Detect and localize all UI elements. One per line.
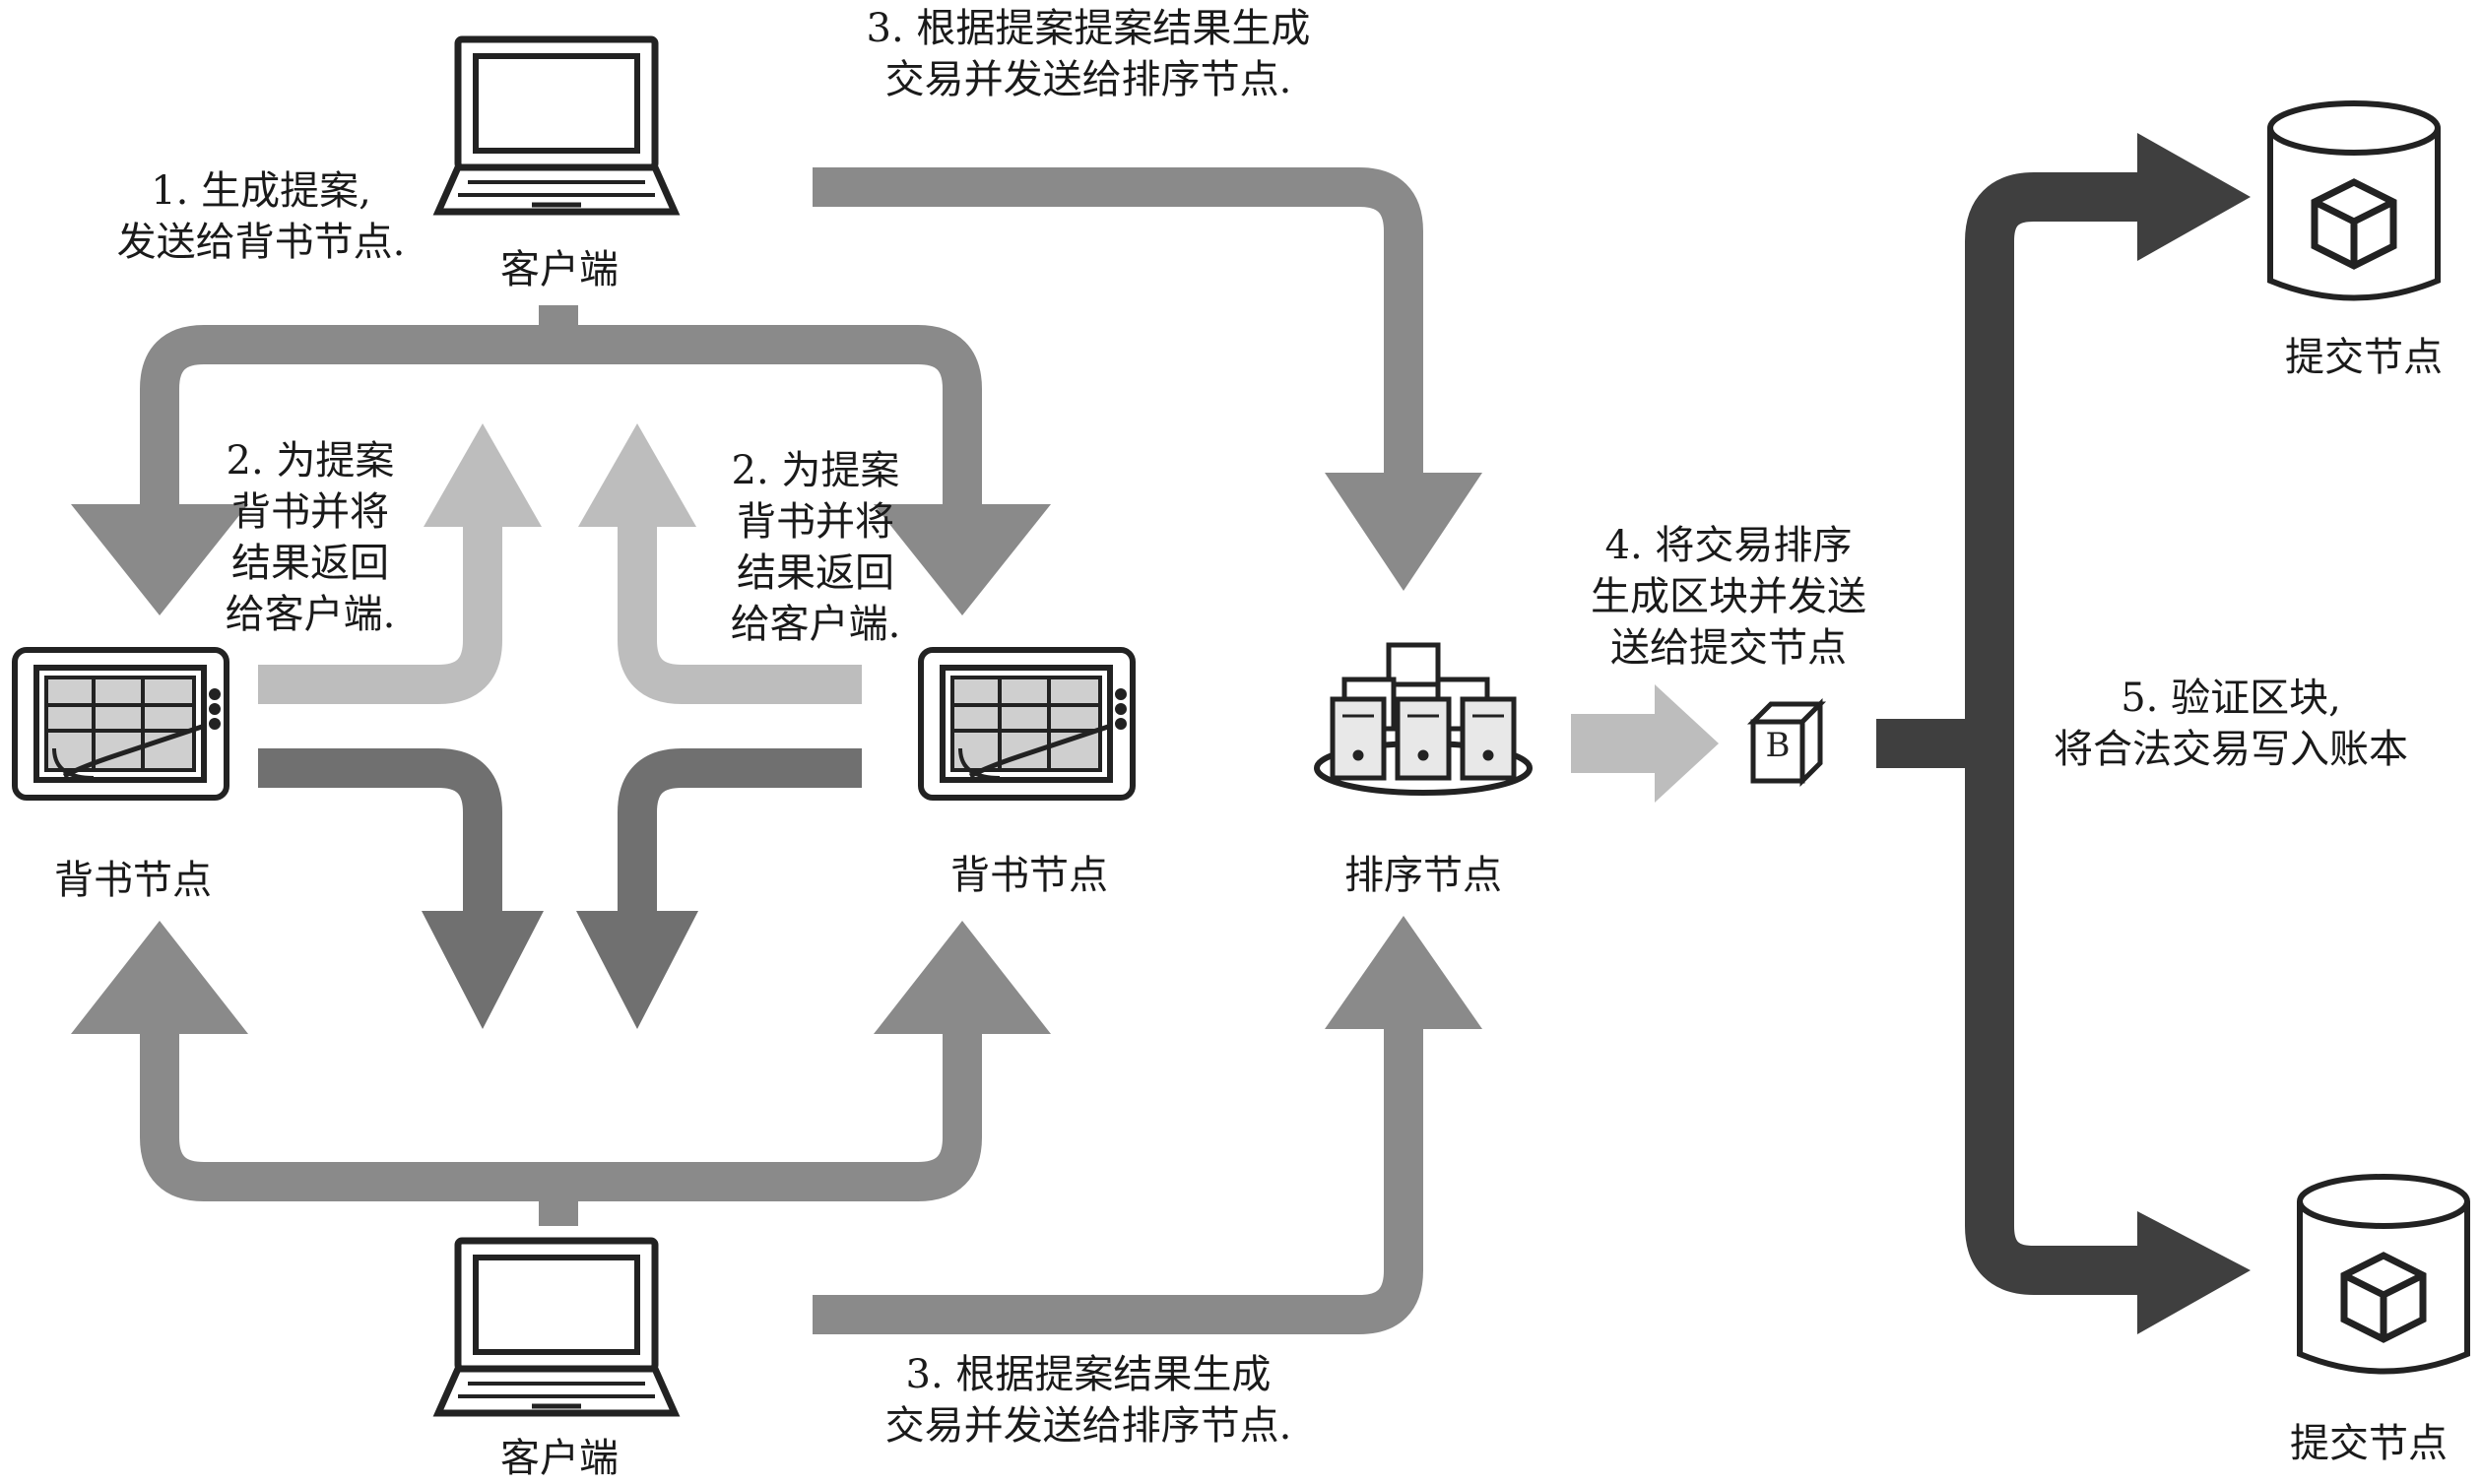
server-cluster-icon <box>1314 642 1533 796</box>
node-label-committer-top: 提交节点 <box>2285 335 2443 380</box>
tablet-icon <box>918 647 1136 801</box>
node-label-orderer: 排序节点 <box>1344 853 1502 898</box>
arrow-client-top-to-endorsers <box>140 305 982 532</box>
step3-bottom-label: 3. 根据提案结果生成 交易并发送给排序节点. <box>884 1352 1292 1449</box>
arrowhead-to-committer-top-big <box>2137 133 2251 261</box>
arrowhead-to-endorser-right <box>874 504 1051 615</box>
arrowhead-to-committer-bottom <box>2137 1211 2251 1334</box>
node-label-endorser-right: 背书节点 <box>950 853 1108 898</box>
arrowhead-to-orderer-bottom <box>1325 916 1482 1029</box>
arrowhead-up-endorser-left <box>71 921 248 1034</box>
database-cube-icon <box>2267 100 2441 301</box>
step3-top-label: 3. 根据提案提案结果生成 交易并发送给排序节点. <box>866 6 1311 102</box>
arrowhead-down-right <box>576 911 698 1029</box>
block-cube-icon <box>1746 697 1827 788</box>
database-cube-icon <box>2297 1174 2470 1375</box>
arrow-client-top-to-orderer <box>813 167 1423 497</box>
step1-label: 1. 生成提案, 发送给背书节点. <box>116 168 406 265</box>
step2-left-label: 2. 为提案 背书并将 结果返回 给客户端. <box>225 438 396 637</box>
arrow-endorser-left-down <box>258 748 502 931</box>
laptop-icon <box>432 1237 681 1417</box>
step2-right-label: 2. 为提案 背书并将 结果返回 给客户端. <box>730 448 901 647</box>
step5-label: 5. 验证区块, 将合法交易写入账本 <box>2054 676 2408 772</box>
arrowhead-down-left <box>422 911 544 1029</box>
tablet-icon <box>12 647 229 801</box>
arrow-client-bottom-to-endorsers <box>140 1014 982 1226</box>
block-letter: B <box>1766 726 1791 765</box>
arrowhead-return-left <box>424 423 542 527</box>
node-label-client-bottom: 客户端 <box>500 1436 619 1481</box>
arrowhead-return-right <box>578 423 696 527</box>
node-label-client-top: 客户端 <box>500 247 619 292</box>
arrow-orderer-to-block <box>1571 684 1719 803</box>
arrow-client-bottom-to-orderer <box>813 1004 1423 1334</box>
node-label-endorser-left: 背书节点 <box>54 858 212 903</box>
node-label-committer-bottom: 提交节点 <box>2290 1421 2448 1466</box>
arrowhead-to-endorser-left <box>71 504 248 615</box>
arrow-endorser-right-return <box>618 512 862 704</box>
arrow-endorser-left-return <box>258 512 502 704</box>
arrow-endorser-right-down <box>618 748 862 931</box>
step4-label: 4. 将交易排序 生成区块并发送 送给提交节点 <box>1591 523 1866 671</box>
arrowhead-up-endorser-right <box>874 921 1051 1034</box>
arrow-block-to-committers <box>1876 172 2167 1295</box>
arrowhead-to-orderer-top <box>1325 473 1482 591</box>
laptop-icon <box>432 35 681 216</box>
